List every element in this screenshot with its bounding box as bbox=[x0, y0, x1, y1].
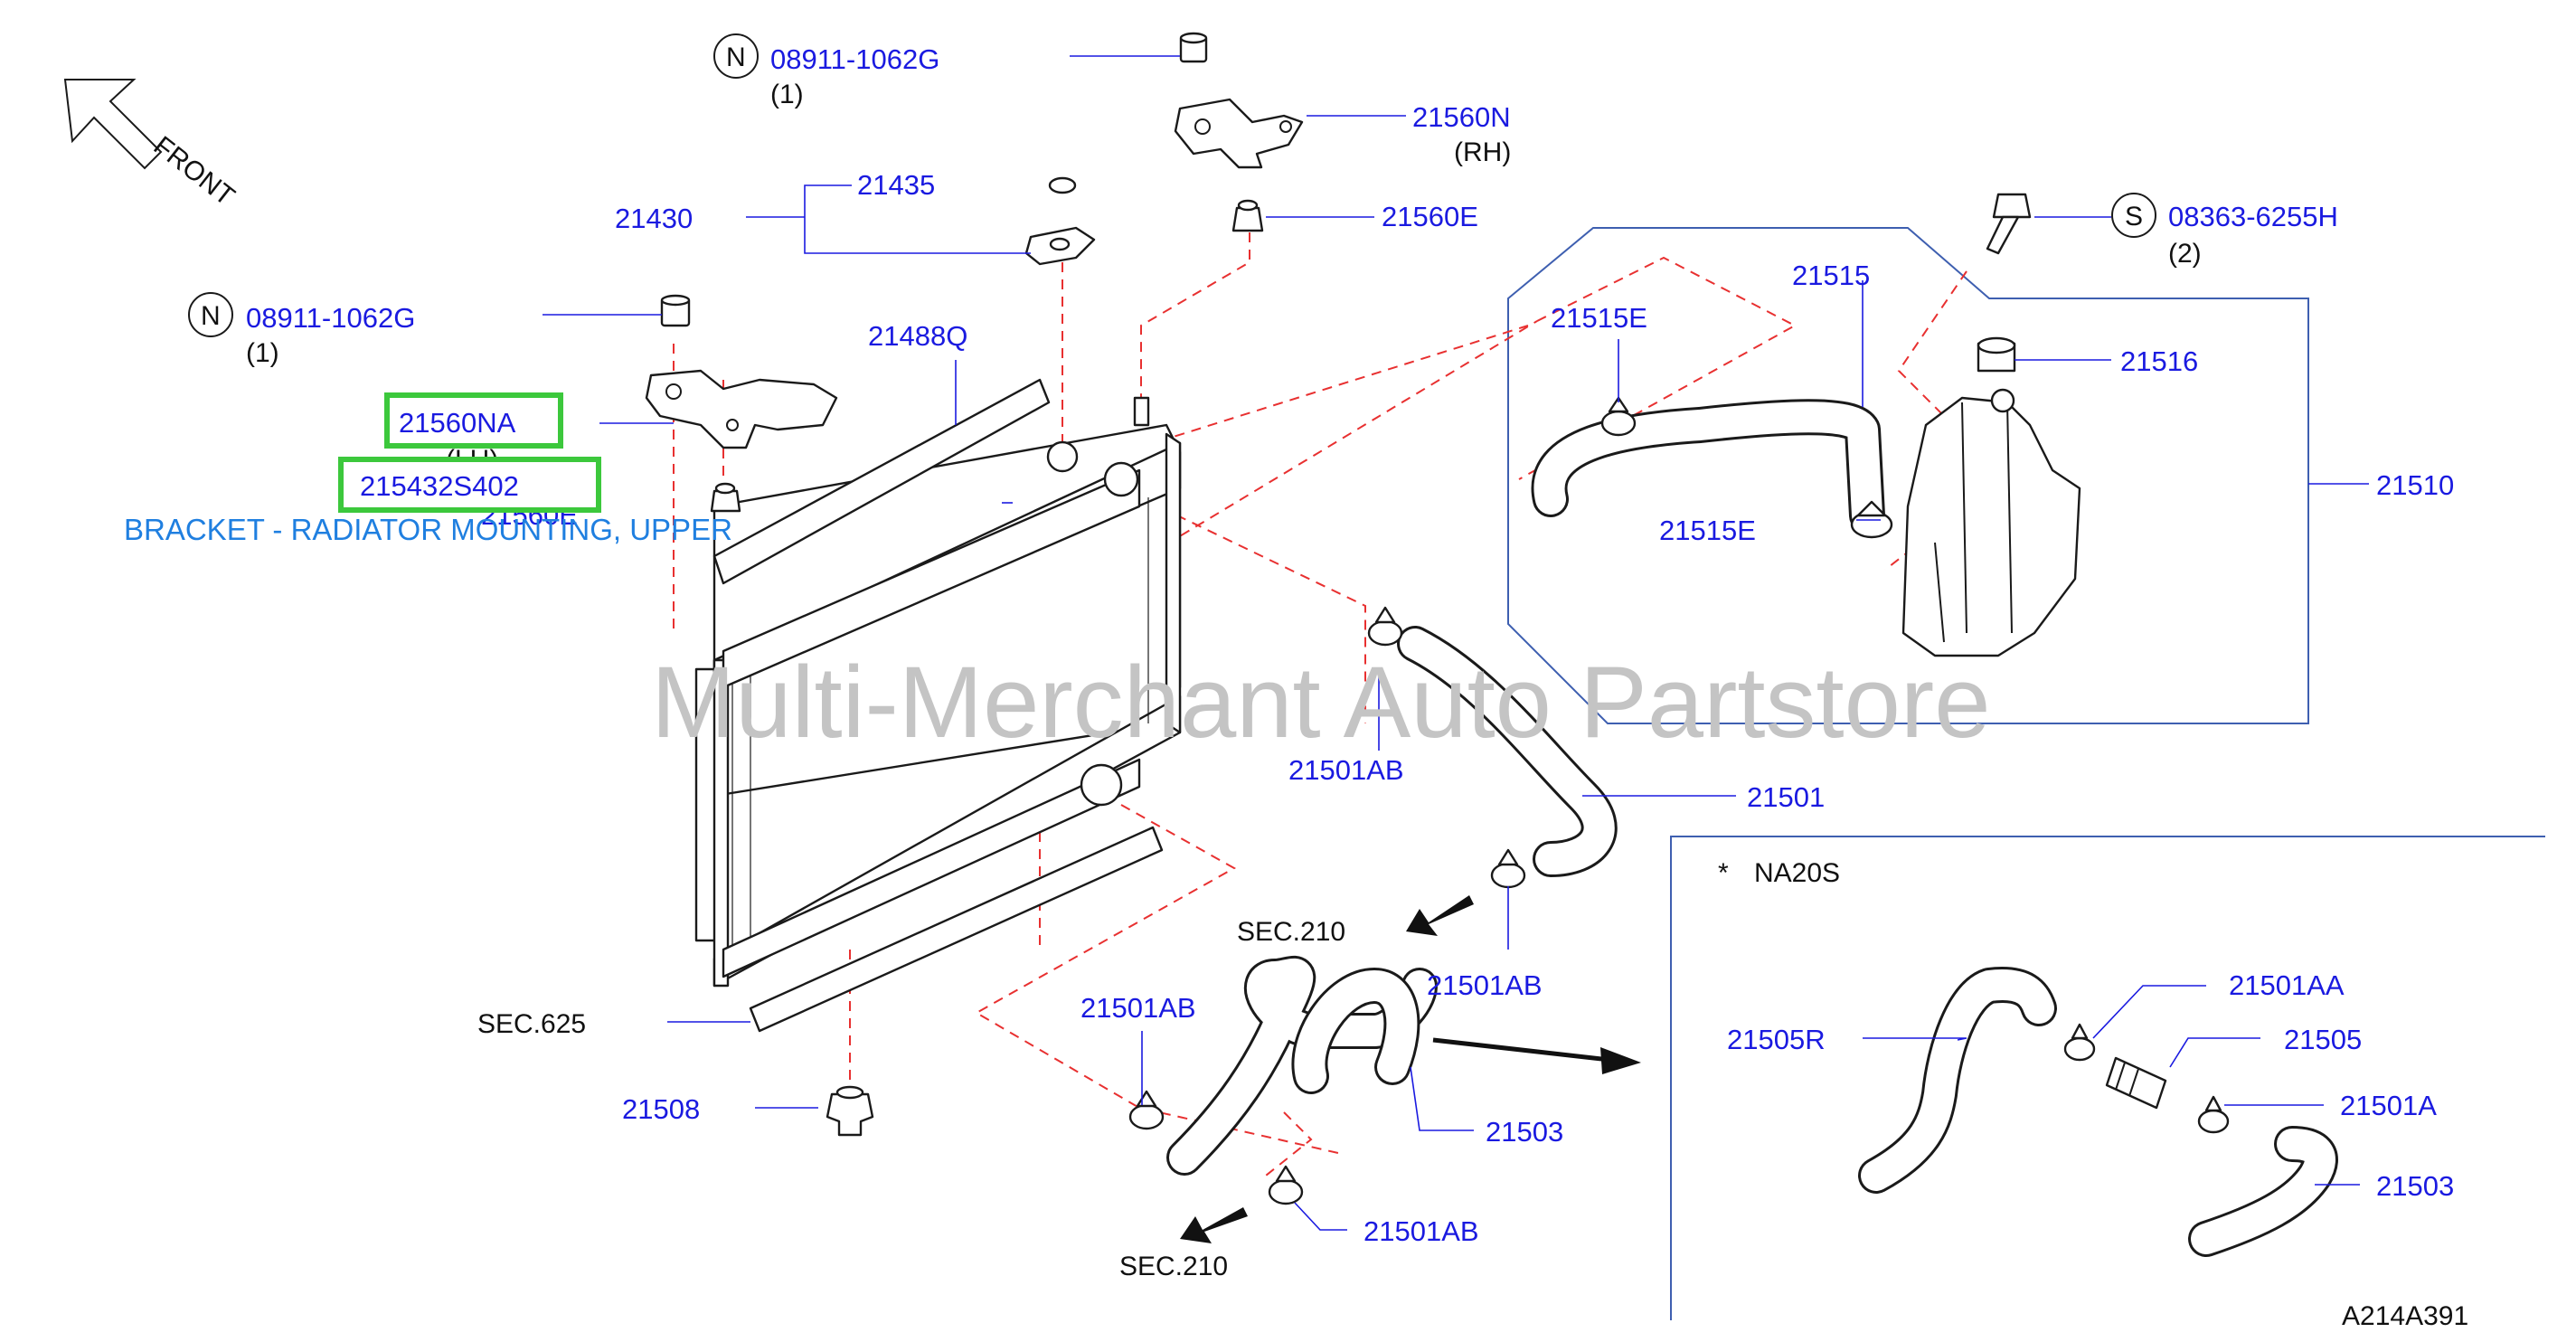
part-08363-6255h[interactable]: 08363-6255H bbox=[2168, 201, 2338, 232]
mount-plate-icon bbox=[1024, 226, 1096, 266]
part-21505[interactable]: 21505 bbox=[2284, 1024, 2362, 1055]
front-label: FRONT bbox=[148, 131, 241, 213]
note-21560n: (RH) bbox=[1454, 137, 1511, 167]
part-21505r[interactable]: 21505R bbox=[1727, 1024, 1826, 1055]
part-215432s402[interactable]: 215432S402 bbox=[360, 470, 519, 502]
n-symbol-top-icon bbox=[713, 33, 759, 79]
part-21501ab-c[interactable]: 21501AB bbox=[1080, 992, 1196, 1024]
inset-hose-21503 bbox=[2188, 1126, 2338, 1257]
qty-08911-1062g-mid: (1) bbox=[246, 338, 279, 368]
sec-210-b[interactable]: SEC.210 bbox=[1119, 1252, 1228, 1281]
upper-bracket-rh bbox=[1174, 98, 1304, 169]
part-21560e-top[interactable]: 21560E bbox=[1382, 201, 1478, 232]
part-21503-inset[interactable]: 21503 bbox=[2376, 1170, 2454, 1202]
nut-mid-icon bbox=[660, 294, 691, 327]
lower-mount-icon bbox=[826, 1085, 874, 1137]
radiator-upper-hose bbox=[1397, 626, 1618, 877]
clamp-icon-a bbox=[1600, 396, 1637, 437]
part-21488q[interactable]: 21488Q bbox=[868, 320, 967, 352]
grommet-lh-icon bbox=[710, 482, 741, 513]
diagram-code: A214A391 bbox=[2342, 1301, 2468, 1331]
reservoir-cap-icon bbox=[1977, 336, 2016, 373]
highlight-title: BRACKET - RADIATOR MOUNTING, UPPER bbox=[124, 513, 732, 546]
part-21430[interactable]: 21430 bbox=[615, 203, 693, 234]
bolt-icon bbox=[1986, 193, 2032, 255]
inset-hose-21505R bbox=[1858, 967, 2057, 1194]
sec-210-a[interactable]: SEC.210 bbox=[1237, 917, 1345, 947]
clamp-icon-g bbox=[2063, 1023, 2096, 1062]
clamp-icon-b bbox=[1850, 500, 1893, 539]
radiator-seal-lower bbox=[749, 826, 1164, 1033]
qty-08363-6255h: (2) bbox=[2168, 239, 2202, 269]
s-symbol: S bbox=[2125, 202, 2143, 232]
upper-bracket-lh bbox=[645, 369, 838, 449]
n-symbol-top: N bbox=[726, 43, 746, 72]
clamp-icon-d bbox=[1490, 848, 1526, 889]
clamp-icon-h bbox=[2197, 1095, 2230, 1134]
s-symbol-icon bbox=[2111, 193, 2156, 238]
nut-top-icon bbox=[1179, 32, 1208, 63]
n-symbol-mid: N bbox=[201, 301, 221, 331]
leader-lines bbox=[543, 55, 2369, 1231]
n-symbol-mid-icon bbox=[188, 292, 233, 337]
inset-frame bbox=[1670, 836, 2545, 1320]
part-21510[interactable]: 21510 bbox=[2376, 469, 2454, 501]
part-21516[interactable]: 21516 bbox=[2120, 345, 2198, 377]
part-21501ab-a[interactable]: 21501AB bbox=[1288, 754, 1404, 786]
part-08911-1062g-top[interactable]: 08911-1062G bbox=[770, 43, 939, 75]
sec210-arrow-a-icon bbox=[1406, 895, 1474, 936]
washer-icon bbox=[1048, 176, 1077, 194]
part-21560na[interactable]: 21560NA bbox=[399, 407, 516, 439]
highlight-box-21560na bbox=[384, 392, 563, 449]
grommet-top-icon bbox=[1231, 199, 1264, 232]
clamp-icon-c bbox=[1367, 606, 1403, 647]
part-21501aa[interactable]: 21501AA bbox=[2229, 969, 2345, 1001]
part-21501ab-d[interactable]: 21501AB bbox=[1363, 1215, 1479, 1247]
watermark: Multi-Merchant Auto Partstore bbox=[651, 646, 1990, 759]
sec210-arrow-b-icon bbox=[1180, 1207, 1248, 1243]
part-21515e-b[interactable]: 21515E bbox=[1659, 515, 1756, 546]
part-21515e-a[interactable]: 21515E bbox=[1551, 302, 1647, 334]
qty-08911-1062g-top: (1) bbox=[770, 80, 804, 109]
part-21435[interactable]: 21435 bbox=[857, 169, 935, 201]
inset-note-mark: * bbox=[1718, 858, 1729, 888]
clamp-icon-f bbox=[1268, 1165, 1304, 1205]
inset-connector-21505 bbox=[2105, 1056, 2167, 1110]
part-21560n[interactable]: 21560N bbox=[1412, 101, 1511, 133]
inset-note: NA20S bbox=[1754, 858, 1840, 888]
part-21501ab-b[interactable]: 21501AB bbox=[1427, 969, 1543, 1001]
part-21508[interactable]: 21508 bbox=[622, 1093, 700, 1125]
part-21515[interactable]: 21515 bbox=[1792, 260, 1870, 291]
front-arrow-icon bbox=[63, 79, 163, 170]
part-21501a[interactable]: 21501A bbox=[2340, 1090, 2437, 1121]
radiator-lower-hose bbox=[1166, 955, 1438, 1176]
inset-pointer-arrow-icon bbox=[1432, 1037, 1641, 1074]
part-08911-1062g-mid[interactable]: 08911-1062G bbox=[246, 302, 415, 334]
radiator-seal-upper bbox=[712, 378, 1051, 585]
clamp-icon-e bbox=[1128, 1090, 1165, 1130]
highlight-box-215432s402 bbox=[338, 457, 601, 513]
part-21503[interactable]: 21503 bbox=[1486, 1116, 1563, 1148]
part-21501[interactable]: 21501 bbox=[1747, 781, 1825, 813]
reservoir-group-frame bbox=[1507, 227, 2309, 724]
sec-625[interactable]: SEC.625 bbox=[477, 1009, 586, 1039]
reservoir-tank bbox=[1901, 388, 2081, 657]
reservoir-hose bbox=[1531, 399, 1885, 534]
